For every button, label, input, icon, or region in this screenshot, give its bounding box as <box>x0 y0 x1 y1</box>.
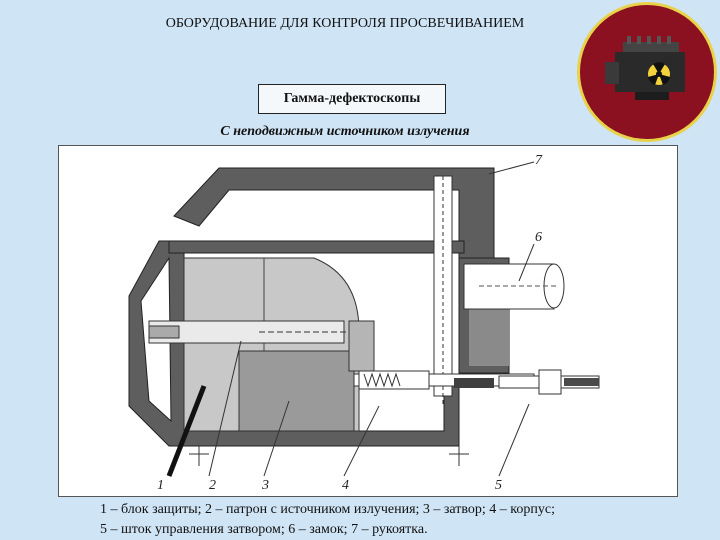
callout-5: 5 <box>495 478 502 493</box>
callout-4: 4 <box>342 478 349 493</box>
gamma-defectoscope-device-icon <box>577 2 717 142</box>
callout-6: 6 <box>535 230 542 245</box>
diagram-frame: 1 2 3 4 5 6 7 <box>58 145 678 497</box>
page-title: ОБОРУДОВАНИЕ ДЛЯ КОНТРОЛЯ ПРОСВЕЧИВАНИЕМ <box>165 16 525 31</box>
defectoscope-diagram: 1 2 3 4 5 6 7 <box>128 153 600 493</box>
diagram-caption: С неподвижным источником излучения <box>220 124 470 139</box>
device-badge <box>575 0 720 145</box>
legend-line-1: 1 – блок защиты; 2 – патрон с источником… <box>100 502 555 517</box>
callout-2: 2 <box>209 478 216 493</box>
subtitle-box: Гамма-дефектоскопы <box>258 84 446 114</box>
legend: 1 – блок защиты; 2 – патрон с источником… <box>100 500 700 540</box>
legend-line-2: 5 – шток управления затвором; 6 – замок;… <box>100 522 428 537</box>
callout-7: 7 <box>535 153 543 168</box>
callout-3: 3 <box>261 478 269 493</box>
callout-1: 1 <box>157 478 164 493</box>
